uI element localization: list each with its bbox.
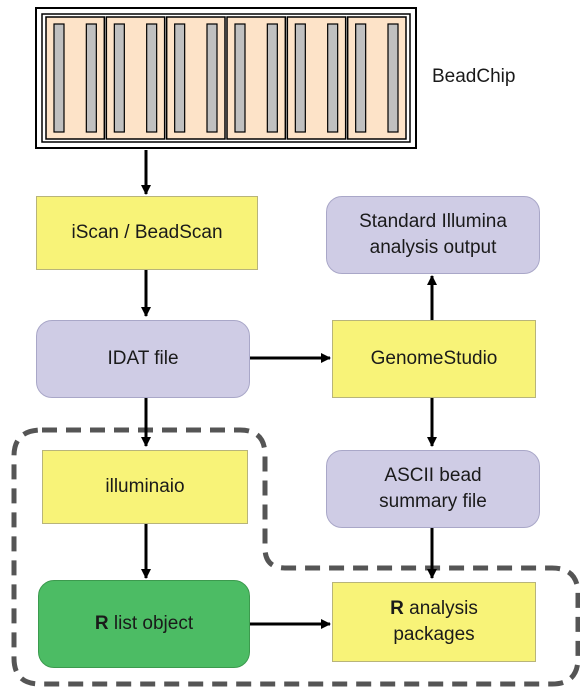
beadchip-stripe	[234, 23, 246, 133]
idat-file-box: IDAT file	[36, 320, 250, 398]
illuminaio-label: illuminaio	[105, 476, 185, 497]
illuminaio-box: illuminaio	[42, 450, 248, 524]
r-analysis-packages-text: R analysis packages	[390, 596, 478, 648]
beadchip-stripe	[327, 23, 339, 133]
beadchip-stripe	[146, 23, 158, 133]
genomestudio-box: GenomeStudio	[332, 320, 536, 398]
beadchip-label: BeadChip	[432, 66, 516, 87]
r-analysis-packages-label: analysis packages	[393, 598, 478, 645]
beadchip-stripe	[53, 23, 65, 133]
r-list-object-box: R list object	[38, 580, 250, 668]
iscan-label: iScan / BeadScan	[71, 222, 223, 243]
beadchip	[35, 7, 417, 149]
iscan-box: iScan / BeadScan	[36, 196, 258, 270]
r-analysis-packages-bold: R	[390, 598, 404, 619]
r-list-object-label: list object	[108, 613, 194, 634]
r-analysis-packages-box: R analysis packages	[332, 582, 536, 662]
illumina-output-box: Standard Illumina analysis output	[326, 196, 540, 274]
beadchip-stripe	[113, 23, 125, 133]
beadchip-stripe	[85, 23, 97, 133]
beadchip-stripe	[266, 23, 278, 133]
ascii-summary-label: ASCII bead summary file	[379, 465, 487, 512]
idat-file-label: IDAT file	[107, 348, 179, 369]
arrows	[141, 150, 437, 629]
beadchip-stripe	[206, 23, 218, 133]
beadchip-stripe	[174, 23, 186, 133]
illumina-output-label: Standard Illumina analysis output	[359, 211, 507, 258]
r-list-object-bold: R	[94, 613, 109, 634]
genomestudio-label: GenomeStudio	[370, 348, 498, 369]
ascii-summary-box: ASCII bead summary file	[326, 450, 540, 528]
r-list-object-text: R list object	[95, 611, 193, 637]
r-pipeline-group-outline	[11, 427, 580, 687]
beadchip-stripe	[294, 23, 306, 133]
beadchip-stripe	[387, 23, 399, 133]
beadchip-stripe	[355, 23, 367, 133]
